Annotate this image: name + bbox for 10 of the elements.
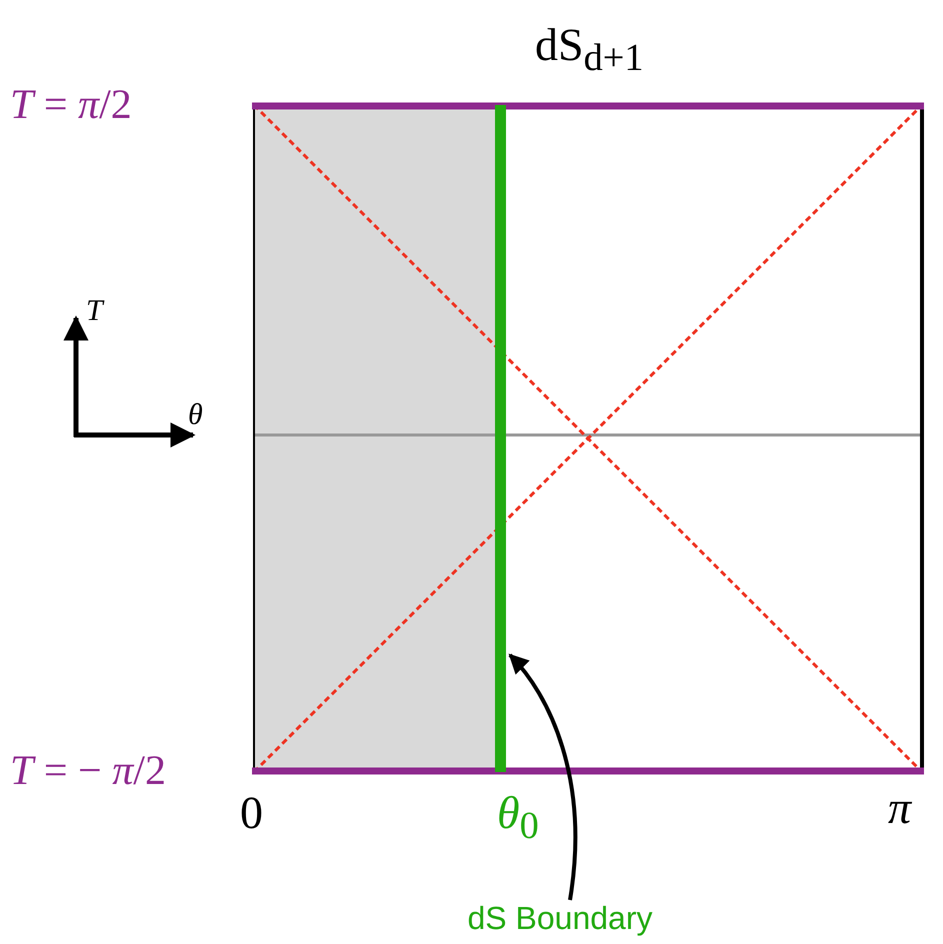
leader-line — [508, 654, 578, 900]
boundary-label: T = π/2 — [10, 84, 132, 126]
axis-label: θ — [188, 400, 203, 430]
tick-label: 0 — [240, 790, 263, 836]
boundary-caption: dS Boundary — [455, 900, 665, 936]
diagram-title: dS$_{d+1}$ — [535, 22, 644, 78]
tick-label: θ$_{0}$ — [497, 790, 539, 846]
axis-label: T — [86, 296, 103, 326]
tick-label: π — [888, 785, 912, 831]
boundary-label: T = − π/2 — [10, 750, 166, 792]
